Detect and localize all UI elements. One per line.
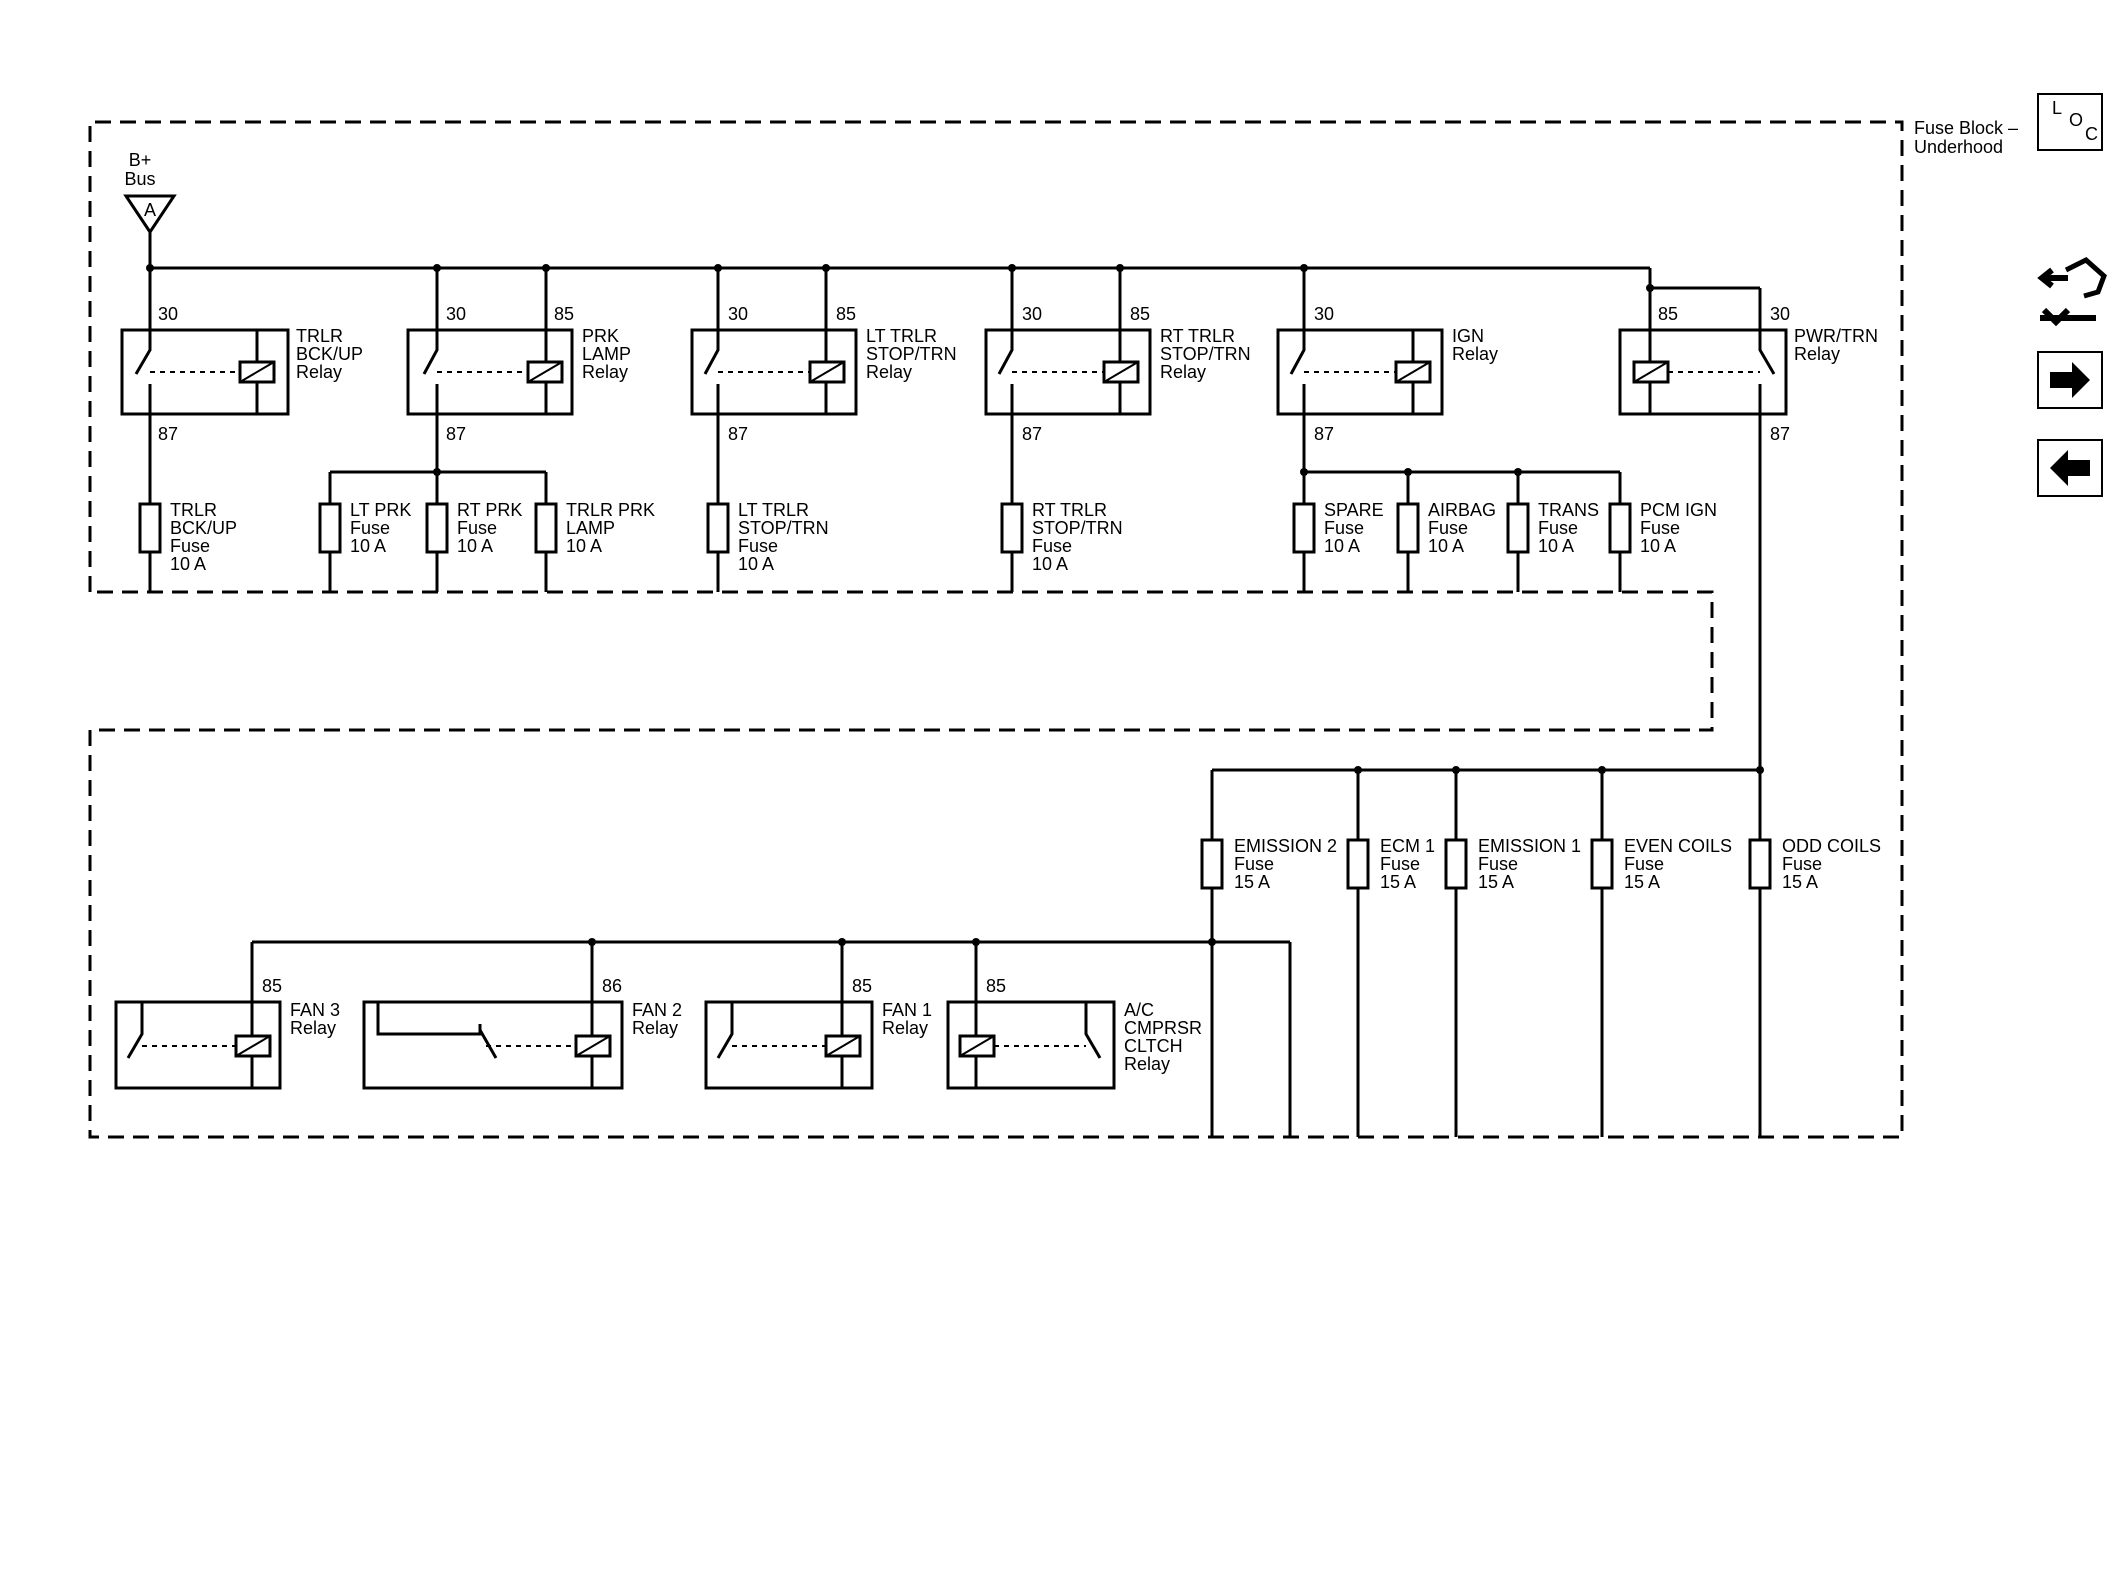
svg-text:30: 30 — [158, 304, 178, 324]
fuse-block-label: Fuse Block –Underhood — [1914, 118, 2018, 157]
svg-text:87: 87 — [1314, 424, 1334, 444]
svg-text:86: 86 — [602, 976, 622, 996]
svg-text:C: C — [2085, 124, 2098, 144]
svg-text:85: 85 — [852, 976, 872, 996]
svg-text:87: 87 — [1022, 424, 1042, 444]
component-view-icon[interactable] — [2037, 257, 2107, 327]
svg-text:85: 85 — [1658, 304, 1678, 324]
svg-text:85: 85 — [986, 976, 1006, 996]
svg-text:30: 30 — [728, 304, 748, 324]
svg-text:87: 87 — [1770, 424, 1790, 444]
svg-text:87: 87 — [728, 424, 748, 444]
loc-button[interactable]: L O C — [2037, 93, 2103, 151]
svg-text:87: 87 — [446, 424, 466, 444]
lower-junctions — [588, 766, 1764, 946]
svg-text:87: 87 — [158, 424, 178, 444]
bus-connector-label: A — [144, 200, 156, 220]
svg-text:85: 85 — [836, 304, 856, 324]
svg-text:30: 30 — [1022, 304, 1042, 324]
svg-text:30: 30 — [1314, 304, 1334, 324]
bus-label: B+Bus — [124, 150, 155, 189]
arrow-right-icon[interactable] — [2037, 351, 2103, 409]
svg-text:L: L — [2052, 98, 2062, 118]
branch-junctions — [433, 468, 1522, 476]
top-junctions — [146, 264, 1654, 292]
svg-text:85: 85 — [1130, 304, 1150, 324]
svg-text:30: 30 — [1770, 304, 1790, 324]
fuse-block-outline-top — [88, 120, 1904, 1139]
b-plus-bus: B+Bus A — [123, 150, 177, 235]
arrow-left-icon[interactable] — [2037, 439, 2103, 497]
svg-text:30: 30 — [446, 304, 466, 324]
bus-connector-triangle — [123, 194, 177, 235]
svg-text:O: O — [2069, 110, 2083, 130]
svg-text:85: 85 — [262, 976, 282, 996]
svg-text:85: 85 — [554, 304, 574, 324]
